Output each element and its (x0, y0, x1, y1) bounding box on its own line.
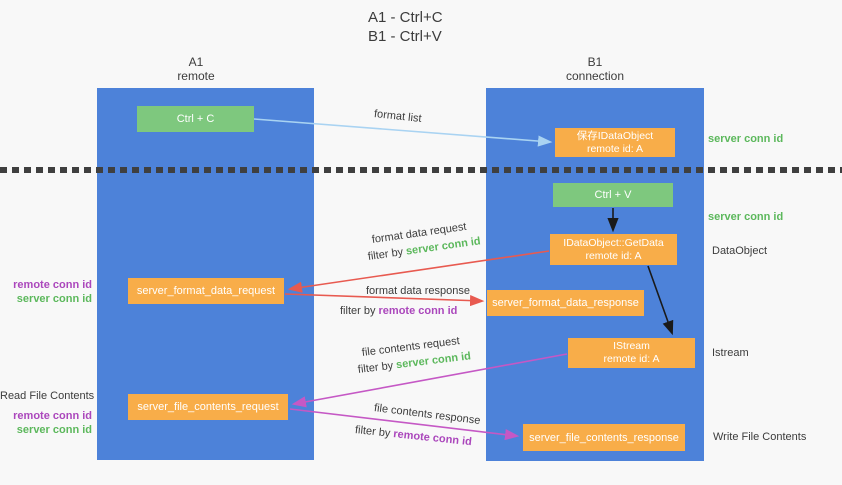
title-line-1: A1 - Ctrl+C (368, 9, 443, 26)
column-a-name: A1 (188, 55, 204, 69)
column-a-subtitle: remote (177, 69, 215, 83)
ctrl-v-box: Ctrl + V (553, 183, 673, 207)
server-file-contents-response-label: server_file_contents_response (529, 431, 679, 444)
getdata-line1: IDataObject::GetData (563, 236, 664, 249)
filter-by-text: filter by (340, 305, 379, 317)
filter-by-text: filter by (357, 359, 397, 376)
istream-box: IStream remote id: A (568, 338, 695, 368)
remote-conn-id-text: remote conn id (378, 305, 458, 317)
file-contents-response-label: file contents response (373, 402, 482, 428)
save-dataobject-line1: 保存IDataObject (576, 129, 654, 142)
remote-conn-id-text: remote conn id (392, 428, 473, 449)
format-list-label: format list (373, 108, 423, 125)
save-dataobject-line2: remote id: A (586, 142, 643, 155)
istream-line1: IStream (613, 340, 650, 352)
format-data-response-label: format data response (366, 285, 470, 297)
dataobject-label: DataObject (712, 245, 768, 257)
diagram-title: A1 - Ctrl+C B1 - Ctrl+V (368, 8, 443, 46)
column-b-header: B1 connection (530, 55, 660, 83)
server-conn-id-right-1: server conn id (708, 133, 784, 145)
column-b-name: B1 (587, 55, 603, 69)
ctrl-v-label: Ctrl + V (594, 189, 632, 201)
save-dataobject-box: 保存IDataObject remote id: A (555, 128, 675, 157)
filter-by-text: filter by (367, 245, 407, 263)
istream-side-label: Istream (712, 347, 749, 359)
istream-line2: remote id: A (603, 353, 660, 365)
server-file-contents-request-label: server_file_contents_request (137, 401, 279, 413)
write-file-contents-label: Write File Contents (713, 431, 807, 443)
server-conn-id-left-2: server conn id (16, 424, 92, 436)
filter-by-text: filter by (354, 424, 394, 440)
server-file-contents-request-box: server_file_contents_request (128, 394, 288, 420)
server-format-data-request-label: server_format_data_request (136, 285, 276, 297)
server-format-data-response-box: server_format_data_response (487, 290, 644, 316)
server-conn-id-left-1: server conn id (16, 293, 92, 305)
file-contents-response-filter-label: filter by remote conn id (354, 424, 472, 449)
remote-conn-id-left-2: remote conn id (13, 410, 92, 422)
server-format-data-request-box: server_format_data_request (128, 278, 284, 304)
getdata-line2: remote id: A (585, 249, 642, 262)
separator-dotted-line (0, 167, 842, 173)
title-line-2: B1 - Ctrl+V (368, 28, 442, 45)
remote-conn-id-left-1: remote conn id (13, 279, 92, 291)
column-a-header: A1 remote (131, 55, 261, 83)
read-file-contents-label: Read File Contents (0, 390, 95, 402)
column-b-subtitle: connection (565, 69, 625, 83)
ctrl-c-box: Ctrl + C (137, 106, 254, 132)
ctrl-c-label: Ctrl + C (176, 113, 215, 125)
getdata-box: IDataObject::GetData remote id: A (550, 234, 677, 265)
server-format-data-response-label: server_format_data_response (492, 297, 639, 309)
server-file-contents-response-box: server_file_contents_response (523, 424, 685, 451)
format-data-response-filter-label: filter by remote conn id (340, 305, 457, 318)
server-conn-id-right-2: server conn id (708, 211, 784, 223)
